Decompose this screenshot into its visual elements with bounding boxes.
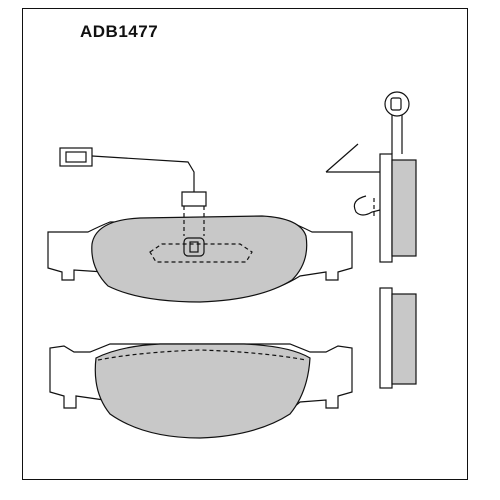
upper-side-plate bbox=[379, 153, 393, 263]
lower-pad-view bbox=[49, 343, 353, 439]
upper-bracket bbox=[149, 243, 253, 263]
part-number-label: ADB1477 bbox=[80, 22, 159, 41]
upper-side-friction bbox=[391, 159, 417, 257]
sensor-clip bbox=[391, 110, 403, 154]
upper-side-view bbox=[325, 91, 417, 263]
sensor-connector bbox=[59, 147, 93, 167]
lower-side-plate bbox=[379, 287, 393, 389]
lower-side-view bbox=[379, 287, 417, 389]
upper-friction-pad bbox=[91, 215, 308, 303]
sensor-head bbox=[384, 91, 410, 117]
upper-pad-view bbox=[47, 147, 353, 303]
lower-friction-pad bbox=[94, 343, 311, 439]
upper-bracket-hole bbox=[183, 237, 205, 257]
lower-side-friction bbox=[391, 293, 417, 385]
sensor-wire bbox=[91, 155, 207, 207]
